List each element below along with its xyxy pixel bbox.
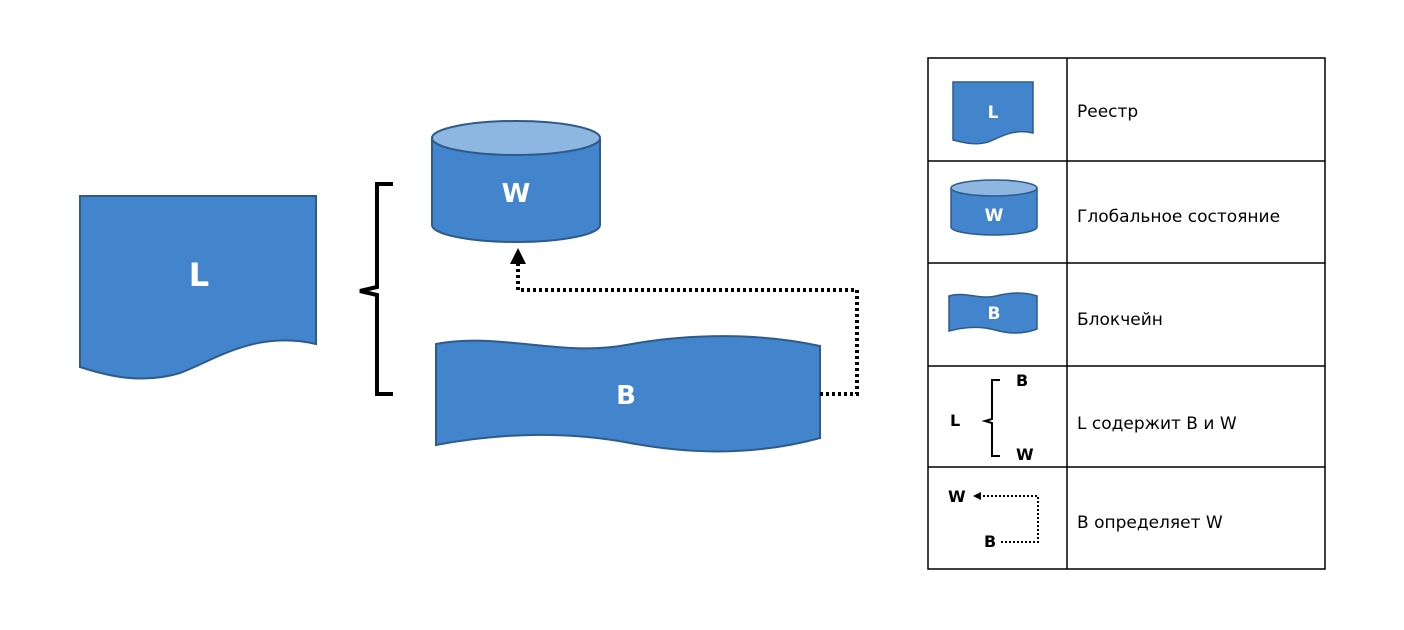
legend-dotted-arrow-icon bbox=[973, 492, 1039, 543]
legend-contains-l: L bbox=[950, 411, 960, 430]
legend-table-border bbox=[927, 57, 1326, 570]
world-state-cylinder-body bbox=[431, 138, 601, 243]
legend-determines-text: B определяет W bbox=[1077, 513, 1223, 533]
blockchain-label: B bbox=[616, 381, 636, 411]
legend-blockchain-text: Блокчейн bbox=[1077, 310, 1163, 330]
world-state-cylinder-shape: W bbox=[431, 120, 601, 243]
blockchain-tape-shape: B bbox=[435, 335, 821, 453]
determines-dotted-arrow bbox=[510, 248, 859, 396]
legend-world-state-icon-top bbox=[950, 179, 1038, 197]
legend-world-state-icon-label: W bbox=[985, 206, 1004, 226]
legend-contains-w: W bbox=[1016, 445, 1034, 464]
legend-row-ledger: L Реестр bbox=[952, 81, 1138, 145]
legend-determines-b: B bbox=[984, 532, 996, 551]
ledger-document-shape: L bbox=[79, 195, 317, 380]
world-state-label: W bbox=[502, 179, 531, 209]
legend-blockchain-icon bbox=[948, 292, 1038, 334]
legend-row-blockchain: B Блокчейн bbox=[948, 292, 1163, 334]
legend-ledger-icon bbox=[952, 81, 1034, 145]
legend-row-world-state: W Глобальное состояние bbox=[950, 179, 1280, 236]
ledger-document-body bbox=[79, 195, 317, 380]
contains-brace bbox=[359, 182, 393, 396]
ledger-label: L bbox=[189, 256, 209, 294]
legend-ledger-icon-label: L bbox=[988, 103, 999, 123]
world-state-cylinder-top bbox=[431, 120, 601, 156]
legend-determines-w: W bbox=[948, 487, 966, 506]
legend-ledger-text: Реестр bbox=[1077, 102, 1138, 122]
legend-contains-text: L содержит B и W bbox=[1077, 414, 1237, 434]
legend-world-state-icon-body bbox=[950, 188, 1038, 236]
legend-blockchain-icon-label: B bbox=[988, 304, 1001, 324]
legend-contains-b: B bbox=[1016, 371, 1028, 390]
legend-table: L Реестр W Глобальное состояние B Блокче… bbox=[927, 57, 1326, 570]
legend-brace-icon bbox=[981, 379, 1000, 457]
legend-row-contains: L B W L содержит B и W bbox=[950, 371, 1237, 464]
legend-row-determines: W B B определяет W bbox=[948, 487, 1223, 551]
legend-world-state-text: Глобальное состояние bbox=[1077, 207, 1280, 227]
